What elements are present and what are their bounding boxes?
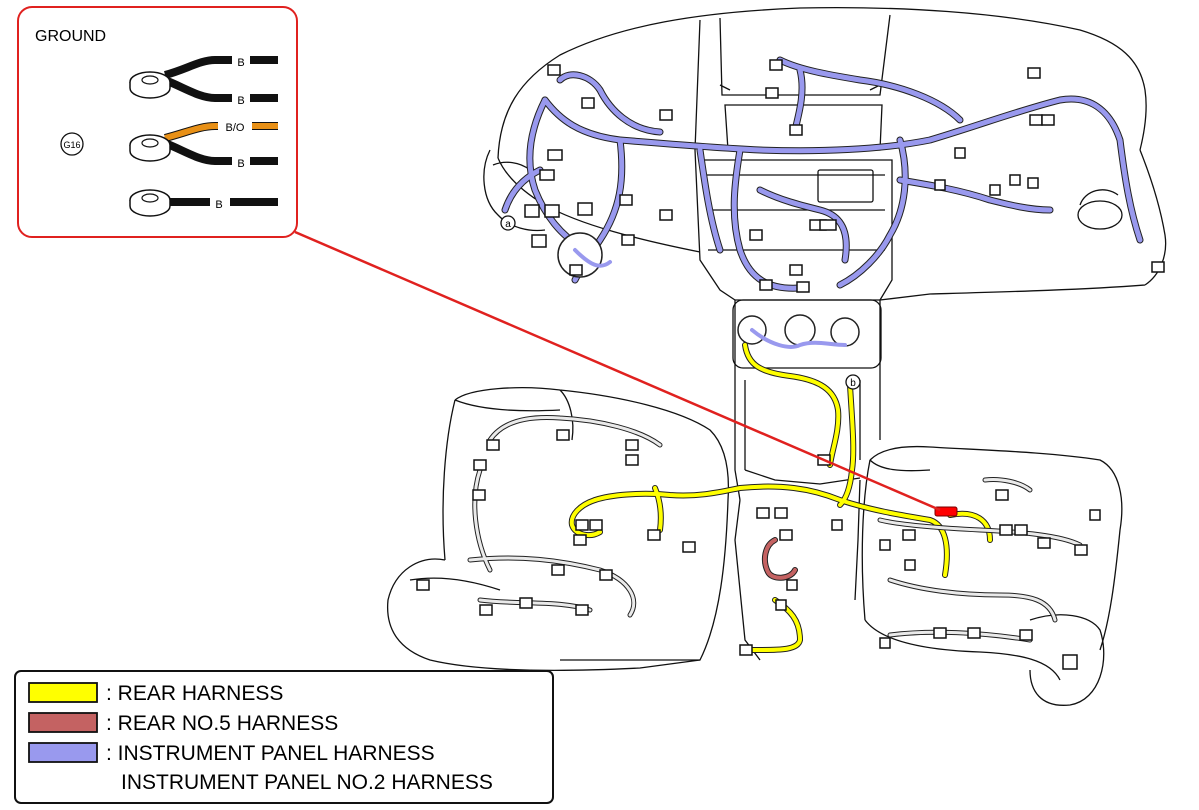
legend-swatch-instrument-panel-harness (28, 742, 98, 763)
floor-wiring-core (468, 415, 1082, 642)
ground-point-marker (934, 506, 958, 517)
ground-terminal-3: B (129, 189, 278, 217)
instrument-panel-harness (501, 56, 1144, 349)
connectors (416, 59, 1165, 670)
svg-text:B: B (237, 57, 244, 69)
ground-inset-title: GROUND (35, 28, 106, 45)
svg-text:B: B (215, 199, 222, 211)
rear-harness (568, 342, 993, 653)
svg-text:G16: G16 (63, 140, 80, 150)
svg-text:b: b (850, 378, 856, 389)
rear-no5-harness (761, 537, 798, 581)
ground-inset: GROUND G16 B B B/O (17, 6, 298, 238)
connector-mark-b: b (845, 374, 861, 390)
ground-terminal-1: B B (129, 56, 278, 107)
legend-swatch-rear-harness (28, 682, 98, 703)
svg-text:B: B (237, 158, 244, 170)
legend-item-instrument-panel-harness: : INSTRUMENT PANEL HARNESS (28, 742, 435, 765)
connector-mark-a: a (500, 215, 516, 231)
legend-item-rear-no5-harness: : REAR NO.5 HARNESS (28, 712, 338, 735)
ground-terminal-2: B/O B (129, 122, 278, 170)
svg-text:B/O: B/O (226, 122, 245, 134)
legend-continuation: INSTRUMENT PANEL NO.2 HARNESS (121, 771, 493, 794)
svg-text:: REAR HARNESS: : REAR HARNESS (106, 682, 283, 705)
floor-wiring (467, 414, 1083, 643)
svg-text:: REAR NO.5 HARNESS: : REAR NO.5 HARNESS (106, 712, 338, 735)
ground-location-badge: G16 (60, 132, 84, 156)
svg-text:B: B (237, 95, 244, 107)
svg-text:a: a (505, 219, 511, 230)
callout-line (294, 230, 941, 512)
legend-item-rear-harness: : REAR HARNESS (28, 682, 283, 705)
svg-text:: INSTRUMENT PANEL HARNESS: : INSTRUMENT PANEL HARNESS (106, 742, 435, 765)
legend: : REAR HARNESS : REAR NO.5 HARNESS : INS… (14, 670, 554, 804)
legend-swatch-rear-no5-harness (28, 712, 98, 733)
